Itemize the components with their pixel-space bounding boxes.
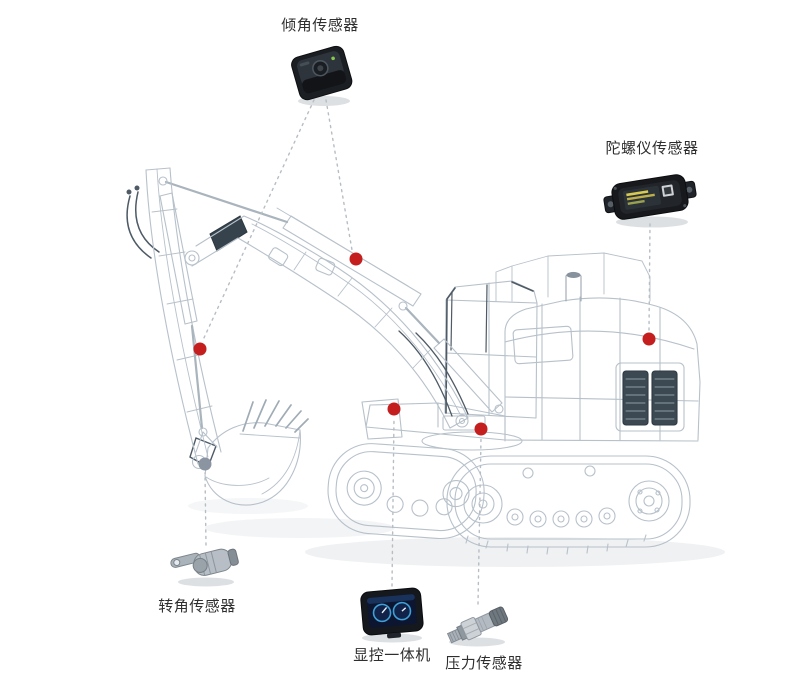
connector-line-2 [648,223,651,331]
display-unit-image [360,587,424,643]
label-pressure-sensor: 压力传感器 [445,655,523,672]
rotation-sensor-image [170,548,239,587]
connector-line-4 [391,417,395,587]
pressure-sensor-image [446,606,509,647]
ground-shadow [188,498,725,567]
label-gyro-sensor: 陀螺仪传感器 [605,140,699,157]
label-rotation-sensor: 转角传感器 [158,598,236,615]
connector-layer [202,99,651,605]
connector-line-0 [325,99,353,251]
label-tilt-sensor: 倾角传感器 [281,17,359,34]
label-display-unit: 显控一体机 [353,647,431,664]
exhaust-pipe [565,271,582,302]
connector-line-1 [202,99,315,341]
excavator-illustration [327,252,701,555]
tilt-sensor-image [291,45,353,106]
connector-line-5 [477,437,482,605]
excavator-arm [145,167,504,506]
right-track [446,455,691,555]
engine-grille [622,370,678,426]
connector-line-3 [204,472,207,546]
gyro-sensor-image [603,174,697,228]
